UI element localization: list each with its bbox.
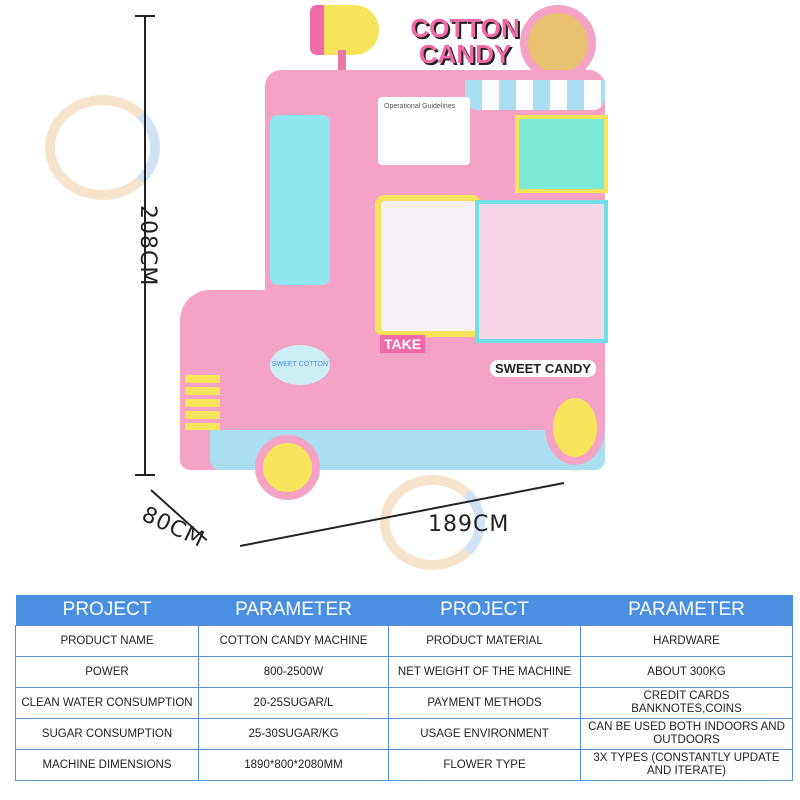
awning	[465, 80, 605, 110]
header-parameter: PARAMETER	[198, 595, 389, 626]
cell: NET WEIGHT OF THE MACHINE	[388, 656, 581, 688]
cell: 3X TYPES (CONSTANTLY UPDATE AND ITERATE)	[580, 749, 793, 781]
take-label: TAKE	[380, 335, 426, 353]
cell: PRODUCT NAME	[15, 625, 199, 657]
table-row: POWER 800-2500W NET WEIGHT OF THE MACHIN…	[15, 656, 793, 688]
height-tick	[135, 15, 155, 17]
cell: 25-30SUGAR/KG	[198, 718, 389, 750]
front-wheel	[255, 435, 320, 500]
cell: PAYMENT METHODS	[388, 687, 581, 719]
table-row: PRODUCT NAME COTTON CANDY MACHINE PRODUC…	[15, 625, 793, 657]
guide-title: Operational Guidelines	[384, 103, 456, 110]
cell: 1890*800*2080MM	[198, 749, 389, 781]
cell: POWER	[15, 656, 199, 688]
megaphone-pole	[338, 50, 346, 75]
header-project: PROJECT	[15, 595, 199, 626]
table-row: CLEAN WATER CONSUMPTION 20-25SUGAR/L PAY…	[15, 687, 793, 719]
cell: 800-2500W	[198, 656, 389, 688]
logo-cotton-candy: COTTON CANDY	[410, 13, 520, 69]
cell: CLEAN WATER CONSUMPTION	[15, 687, 199, 719]
table-header-row: PROJECT PARAMETER PROJECT PARAMETER	[15, 595, 793, 626]
touch-screen	[515, 115, 608, 193]
height-dimension-line	[144, 15, 146, 475]
cell: FLOWER TYPE	[388, 749, 581, 781]
side-window	[270, 115, 330, 285]
cell: CREDIT CARDS BANKNOTES,COINS	[580, 687, 793, 719]
cell: ABOUT 300KG	[580, 656, 793, 688]
cell: 20-25SUGAR/L	[198, 687, 389, 719]
spec-table: PROJECT PARAMETER PROJECT PARAMETER PROD…	[15, 595, 793, 781]
rear-wheel	[545, 390, 605, 465]
width-label: 189CM	[428, 512, 510, 537]
sweet-candy-sign: SWEET CANDY	[490, 360, 597, 377]
cell: CAN BE USED BOTH INDOORS AND OUTDOORS	[580, 718, 793, 750]
display-ring	[520, 5, 596, 81]
header-project: PROJECT	[388, 595, 581, 626]
table-row: SUGAR CONSUMPTION 25-30SUGAR/KG USAGE EN…	[15, 718, 793, 750]
cell: USAGE ENVIRONMENT	[388, 718, 581, 750]
cell: HARDWARE	[580, 625, 793, 657]
cell: PRODUCT MATERIAL	[388, 625, 581, 657]
cell: MACHINE DIMENSIONS	[15, 749, 199, 781]
hood-badge: SWEET COTTON	[270, 345, 330, 385]
cell: COTTON CANDY MACHINE	[198, 625, 389, 657]
megaphone-icon	[310, 5, 379, 55]
height-tick	[135, 474, 155, 476]
table-row: MACHINE DIMENSIONS 1890*800*2080MM FLOWE…	[15, 749, 793, 781]
guide-screen: Operational Guidelines	[378, 97, 470, 165]
grille	[185, 375, 220, 430]
watermark-logo	[380, 475, 485, 570]
watermark-logo	[45, 95, 160, 200]
display-window	[475, 200, 608, 343]
header-parameter: PARAMETER	[580, 595, 793, 626]
cotton-candy-machine-image: COTTON CANDY Operational Guidelines TAKE…	[170, 0, 630, 500]
height-label: 208CM	[135, 205, 160, 287]
cell: SUGAR CONSUMPTION	[15, 718, 199, 750]
dispense-window	[375, 195, 482, 337]
